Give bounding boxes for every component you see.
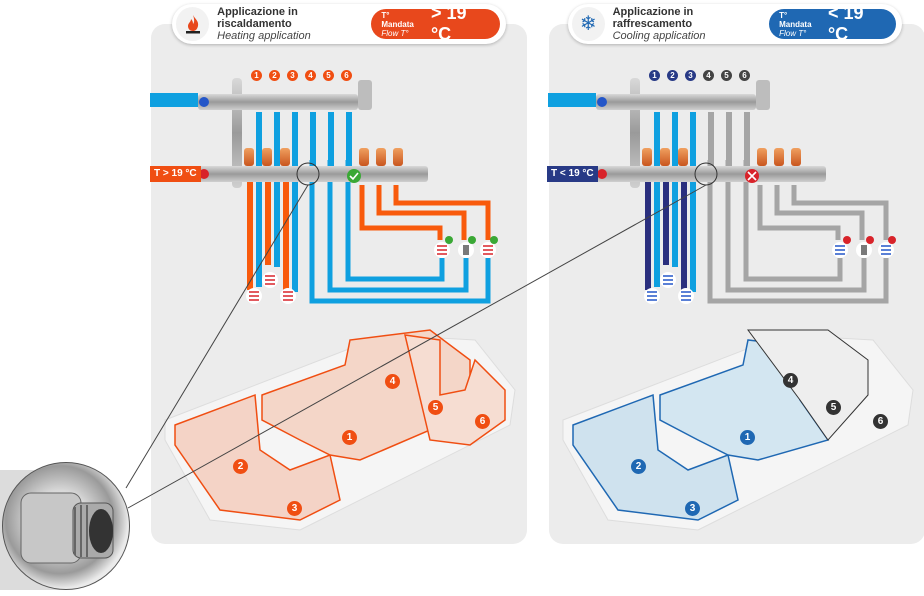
supply-pipe <box>548 93 596 107</box>
return-manifold <box>198 166 428 182</box>
check-icon <box>468 236 476 244</box>
badge-label-en: Flow T° <box>381 28 409 38</box>
supply-valve <box>199 97 209 107</box>
room-number: 2 <box>233 459 248 474</box>
radiator-icon <box>458 242 474 258</box>
room-number: 4 <box>385 374 400 389</box>
heating-pipes <box>150 93 491 304</box>
flame-icon <box>176 7 210 41</box>
return-valve <box>199 169 209 179</box>
cooling-emitters <box>644 236 896 304</box>
return-pipe-3 <box>292 112 298 292</box>
cooling-floorplan <box>562 329 914 531</box>
closed-icon <box>888 236 896 244</box>
cooling-title-it: Applicazione in raffrescamento <box>612 6 694 30</box>
return-pipe-1 <box>256 112 262 287</box>
check-icon <box>347 169 361 183</box>
room-number: 2 <box>631 459 646 474</box>
room-number: 1 <box>342 430 357 445</box>
circuit-number: 1 <box>251 70 262 81</box>
heating-title-it: Applicazione in riscaldamento <box>217 6 298 30</box>
circuit-number: 1 <box>649 70 660 81</box>
cooling-title-en: Cooling application <box>612 30 706 42</box>
cooling-manifold <box>596 78 826 188</box>
callout-line <box>127 184 707 509</box>
room-number: 5 <box>826 400 841 415</box>
closed-icon <box>866 236 874 244</box>
circuit-number: 5 <box>721 70 732 81</box>
supply-manifold <box>198 94 358 110</box>
check-icon <box>445 236 453 244</box>
circuit-number: 5 <box>323 70 334 81</box>
snowflake-icon: ❄ <box>572 7 605 41</box>
floor-coil-icon <box>480 242 496 258</box>
room-number: 1 <box>740 430 755 445</box>
cooling-inlet-temp-label: T < 19 °C <box>547 166 598 182</box>
callout-line <box>125 184 309 489</box>
heating-emitters <box>246 236 498 304</box>
circuit-number: 4 <box>305 70 316 81</box>
circuit-number: 3 <box>685 70 696 81</box>
room-number: 3 <box>287 501 302 516</box>
check-icon <box>490 236 498 244</box>
flow-pipe-2 <box>265 180 271 265</box>
cooling-pipes <box>548 93 889 304</box>
supply-pipe <box>150 93 198 107</box>
heating-manifold <box>198 78 428 188</box>
flow-pipe-1 <box>247 180 253 290</box>
threaded-fitting-icon <box>2 462 130 590</box>
circuit-number: 2 <box>667 70 678 81</box>
circuit-number: 6 <box>341 70 352 81</box>
badge-value: > 19 °C <box>430 3 467 44</box>
floor-coil-icon <box>262 272 278 288</box>
heating-inlet-temp-label: T > 19 °C <box>150 166 201 182</box>
room-number: 3 <box>685 501 700 516</box>
circuit-number: 3 <box>287 70 298 81</box>
room-number: 6 <box>475 414 490 429</box>
room-number: 5 <box>428 400 443 415</box>
badge-label-en: Flow T° <box>779 28 807 38</box>
heating-title-en: Heating application <box>217 30 311 42</box>
room-number: 4 <box>783 373 798 388</box>
badge-label-it: T° Mandata <box>779 10 812 29</box>
heating-header: Applicazione in riscaldamento Heating ap… <box>172 3 506 44</box>
cooling-header: ❄ Applicazione in raffrescamento Cooling… <box>568 3 902 44</box>
floor-coil-icon <box>434 242 450 258</box>
badge-label-it: T° Mandata <box>381 10 414 29</box>
closed-icon <box>843 236 851 244</box>
circuit-number: 6 <box>739 70 750 81</box>
badge-value: < 19 °C <box>827 3 864 44</box>
floor-coil-icon <box>280 288 296 304</box>
heating-floorplan <box>164 329 516 531</box>
room-number: 6 <box>873 414 888 429</box>
air-vent <box>358 80 372 110</box>
circuit-number: 2 <box>269 70 280 81</box>
floor-coil-icon <box>246 288 262 304</box>
return-pipe-2 <box>274 112 280 267</box>
circuit-number: 4 <box>703 70 714 81</box>
flow-pipe-3 <box>283 180 289 292</box>
